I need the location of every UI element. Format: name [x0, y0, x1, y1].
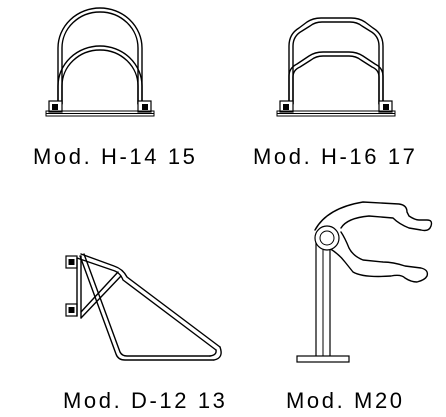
rack-h14-svg	[45, 7, 155, 117]
base-plate	[45, 110, 155, 117]
rack-d12-drawing	[0, 190, 223, 417]
triangle-frame	[76, 253, 222, 361]
rack-m20-drawing	[223, 190, 446, 417]
model-caption: Mod. H-16 17	[253, 144, 418, 169]
post	[315, 241, 331, 361]
rack-d12-svg	[65, 253, 222, 361]
inner-arch	[57, 45, 143, 105]
left-bracket	[279, 100, 294, 113]
inner-frame	[288, 51, 384, 105]
rack-h16-svg	[276, 17, 396, 117]
hook-arm	[314, 201, 433, 283]
model-caption: Mod. M20	[286, 388, 405, 413]
outer-frame	[288, 17, 384, 105]
rack-h14-drawing	[0, 0, 223, 175]
wall-brackets	[65, 255, 78, 317]
base-foot	[296, 355, 350, 363]
base-plate	[276, 110, 396, 117]
model-caption: Mod. H-14 15	[33, 144, 198, 169]
right-bracket	[137, 100, 152, 113]
right-bracket	[378, 100, 393, 113]
outer-arch	[57, 7, 143, 105]
rack-h16-drawing	[223, 0, 446, 175]
left-bracket	[48, 100, 63, 113]
model-caption: Mod. D-12 13	[63, 388, 228, 413]
rack-m20-svg	[296, 201, 433, 363]
